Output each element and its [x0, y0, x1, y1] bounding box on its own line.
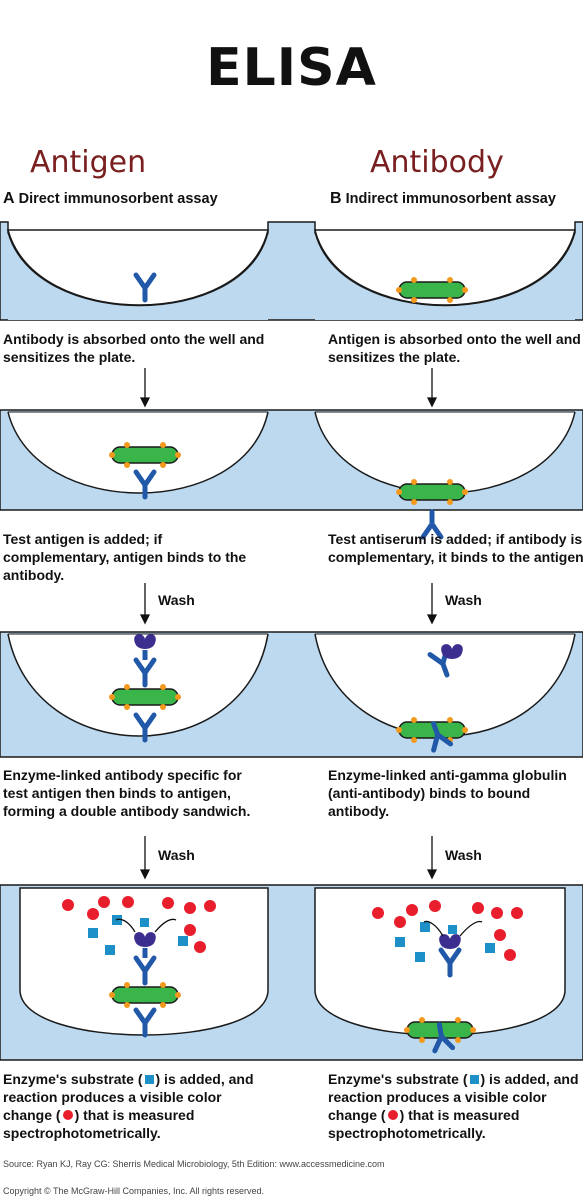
- page-title: ELISA: [206, 38, 377, 98]
- step-4-right-caption: Enzyme's substrate () is added, and reac…: [328, 1070, 583, 1142]
- indirect-assay-subtitle: B Indirect immunosorbent assay: [330, 190, 556, 208]
- step-4-left-caption: Enzyme's substrate () is added, and reac…: [3, 1070, 265, 1142]
- step-3-right-caption: Enzyme-linked anti-gamma globulin (anti-…: [328, 767, 567, 819]
- step-4-left-text-a: Enzyme's substrate (: [3, 1071, 143, 1087]
- antigen-heading: Antigen: [30, 145, 147, 180]
- well-row-2: [0, 409, 583, 537]
- subtitle-text-b: Indirect immunosorbent assay: [345, 191, 556, 207]
- step-4-right-text-a: Enzyme's substrate (: [328, 1071, 468, 1087]
- step-arrows: [139, 368, 438, 880]
- step-1-left-caption: Antibody is absorbed onto the well and s…: [3, 331, 265, 365]
- substrate-square-icon: [144, 1075, 154, 1084]
- product-dots-left: [62, 896, 216, 953]
- substrate-squares-right: [395, 922, 495, 962]
- wash-label-right-2: Wash: [445, 847, 482, 863]
- well-row-1: [0, 221, 583, 321]
- subtitle-letter-b: B: [330, 190, 342, 207]
- step-1-right-caption: Antigen is absorbed onto the well and se…: [328, 331, 581, 365]
- step-4-right-text-c: ) that is measured spectrophotometricall…: [328, 1107, 520, 1141]
- wash-label-left-2: Wash: [158, 847, 195, 863]
- wash-label-left-1: Wash: [158, 592, 195, 608]
- source-citation: Source: Ryan KJ, Ray CG: Sherris Medical…: [3, 1159, 385, 1169]
- subtitle-letter-a: A: [3, 190, 15, 207]
- product-dots-right: [372, 900, 523, 961]
- step-4-left-text-c: ) that is measured spectrophotometricall…: [3, 1107, 195, 1141]
- step-4-right-text-b: ) is added, and reaction produces a visi…: [328, 1071, 579, 1123]
- step-3-left-caption: Enzyme-linked antibody specific for test…: [3, 767, 251, 819]
- product-dot-icon: [62, 1110, 73, 1120]
- well-row-3: [0, 631, 583, 758]
- subtitle-text-a: Direct immunosorbent assay: [18, 191, 218, 207]
- step-2-right-caption: Test antiserum is added; if antibody is …: [328, 531, 583, 565]
- product-dot-icon: [387, 1110, 398, 1120]
- direct-assay-subtitle: A Direct immunosorbent assay: [3, 190, 218, 208]
- wash-label-right-1: Wash: [445, 592, 482, 608]
- copyright-notice: Copyright © The McGraw-Hill Companies, I…: [3, 1186, 265, 1196]
- antibody-heading: Antibody: [370, 145, 504, 180]
- substrate-square-icon: [469, 1075, 479, 1084]
- elisa-wells-diagram: [0, 221, 583, 1061]
- well-row-4: [0, 884, 583, 1061]
- step-2-left-caption: Test antigen is added; if complementary,…: [3, 531, 247, 583]
- step-4-left-text-b: ) is added, and reaction produces a visi…: [3, 1071, 254, 1123]
